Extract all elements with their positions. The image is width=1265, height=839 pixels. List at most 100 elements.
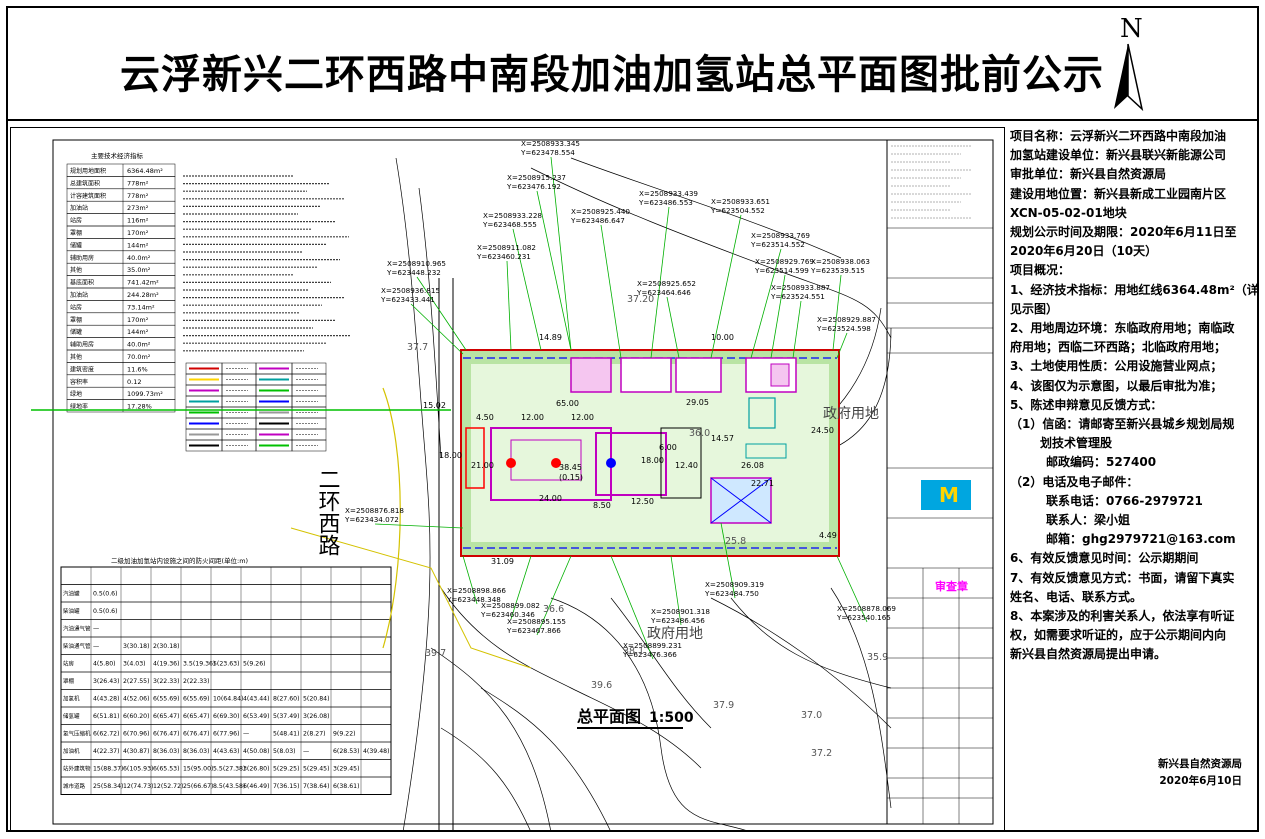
legend xyxy=(185,362,327,452)
coord-y: Y=623464.646 xyxy=(636,288,691,297)
coord-y: Y=623486.456 xyxy=(650,616,705,625)
dist-cell: 6(65.53) xyxy=(153,766,179,773)
elevation: 39.7 xyxy=(425,648,446,659)
dist-cell: 4(43.63) xyxy=(213,748,239,755)
coord-x: X=2508911.082 xyxy=(477,243,536,252)
dist-cell: — xyxy=(303,748,309,755)
dimension: 15.02 xyxy=(423,401,446,410)
dist-cell: 5(29.45) xyxy=(303,766,329,773)
dimension: 26.08 xyxy=(741,461,764,470)
notice-line: 规划公示时间及期限：2020年6月11日至 xyxy=(1010,225,1237,240)
tech-row-value: 11.6% xyxy=(127,365,148,373)
signature-date: 2020年6月10日 xyxy=(1159,775,1242,787)
tech-row-value: 70.0m² xyxy=(127,353,151,361)
dist-cell: 6(77.96) xyxy=(213,731,239,738)
tech-row-label: 其他 xyxy=(70,266,82,274)
email-heading: （2）电话及电子邮件： xyxy=(1010,474,1139,489)
coord-leader xyxy=(650,206,670,359)
dist-cell: 4(50.08) xyxy=(243,748,269,755)
dist-cell: 5(20.84) xyxy=(303,696,329,703)
tech-row-label: 站房 xyxy=(70,217,82,225)
coord-y: Y=623476.192 xyxy=(506,182,561,191)
dimension: 24.50 xyxy=(811,426,834,435)
notice-line: 4、该图仅为示意图，以最后审批为准； xyxy=(1010,378,1223,393)
coord-x: X=2508929.769 xyxy=(755,257,814,266)
elevation: 37.9 xyxy=(713,700,734,711)
dist-cell: 4(22.37) xyxy=(93,748,119,755)
dist-cell: 柴油通气管 xyxy=(63,642,91,650)
dist-cell: 3.5(19.36) xyxy=(183,661,215,668)
notice-line: 划技术管理股 xyxy=(1040,436,1113,451)
dist-cell: 6(55.69) xyxy=(153,696,179,703)
coordinate-labels: X=2508933.345Y=623478.554X=2508915.237Y=… xyxy=(344,139,896,659)
coord-y: Y=623460.231 xyxy=(476,252,531,261)
tech-row-label: 计容建筑面积 xyxy=(70,192,106,200)
dist-cell: 25(58.34) xyxy=(93,783,123,790)
coord-x: X=2508899.231 xyxy=(623,641,682,650)
coord-x: X=2508899.082 xyxy=(481,601,540,610)
dist-cell: 25(66.67) xyxy=(183,783,213,790)
coord-x: X=2508938.063 xyxy=(811,257,870,266)
coord-y: Y=623460.346 xyxy=(480,610,535,619)
dist-cell: 6(60.20) xyxy=(123,713,149,720)
coord-x: X=2508898.866 xyxy=(447,586,506,595)
gov-land-bottom: 政府用地 xyxy=(647,626,703,642)
tech-row-label: 罩棚 xyxy=(70,229,82,237)
gov-land-right: 政府用地 xyxy=(823,406,879,422)
coord-y: Y=623524.551 xyxy=(770,292,825,301)
inner-border xyxy=(52,139,994,825)
dist-cell: 5(9.26) xyxy=(243,661,266,668)
dist-cell: 8.5(43.58) xyxy=(213,783,245,790)
dist-cell: 3(29.45) xyxy=(333,766,359,773)
coord-leader xyxy=(374,523,464,529)
notice-line: 项目概况： xyxy=(1010,263,1071,278)
tech-row-label: 规划用地面积 xyxy=(70,167,106,175)
dimension: 18.00 xyxy=(641,456,664,465)
dist-cell: 10(64.84) xyxy=(213,696,243,703)
dimension: 12.50 xyxy=(631,497,654,506)
dist-cell: 8(36.03) xyxy=(153,748,179,755)
dist-cell: 3(26.43) xyxy=(93,678,119,685)
tech-row-label: 加油站 xyxy=(70,204,88,212)
dist-cell: 2(8.27) xyxy=(303,731,326,738)
coord-leader xyxy=(666,296,680,359)
dist-cell: 6(51.81) xyxy=(93,713,119,720)
dist-cell: 15(95.00) xyxy=(183,766,213,773)
coord-leader xyxy=(836,555,868,623)
dist-cell: 5.5(27.38) xyxy=(213,766,245,773)
notice-line: 审批单位：新兴县自然资源局 xyxy=(1010,167,1167,182)
north-label: N xyxy=(1120,14,1143,44)
tech-row-value: 741.42m² xyxy=(127,279,159,287)
coord-x: X=2508910.965 xyxy=(387,259,446,268)
tech-table-title: 主要技术经济指标 xyxy=(91,151,144,160)
dist-cell: 6(65.47) xyxy=(153,713,179,720)
title-band xyxy=(6,6,1259,121)
dist-cell: 城市道路 xyxy=(63,782,86,790)
coord-y: Y=623484.750 xyxy=(704,589,759,598)
tech-row-value: 40.0m² xyxy=(127,341,151,349)
coord-x: X=2508933.651 xyxy=(711,197,770,206)
tech-row-value: 778m² xyxy=(127,192,149,200)
coord-leader xyxy=(410,303,464,355)
coord-leader xyxy=(506,260,512,351)
tech-row-label: 辅助用房 xyxy=(70,341,94,349)
coord-leader xyxy=(510,555,532,620)
coord-x: X=2508901.318 xyxy=(651,607,710,616)
design-notes xyxy=(183,175,350,352)
notice-line: 见示图） xyxy=(1010,301,1059,316)
road-name: 二环西路 xyxy=(315,468,341,556)
dist-cell: 4(19.36) xyxy=(153,661,179,668)
tech-row-value: 273m² xyxy=(127,204,149,212)
elevation: 38.1 xyxy=(623,646,644,657)
tech-row-value: 144m² xyxy=(127,241,149,249)
coord-y: Y=623514.599 xyxy=(754,266,809,275)
coord-x: X=2508895.155 xyxy=(507,617,566,626)
tech-row-value: 35.0m² xyxy=(127,266,151,274)
dimension: 31.09 xyxy=(491,557,514,566)
coord-y: Y=623478.554 xyxy=(520,148,575,157)
notice-line: 2020年6月20日（10天） xyxy=(1010,244,1158,259)
dist-cell: 6(38.61) xyxy=(333,783,359,790)
dist-cell: 6(53.49) xyxy=(243,713,269,720)
